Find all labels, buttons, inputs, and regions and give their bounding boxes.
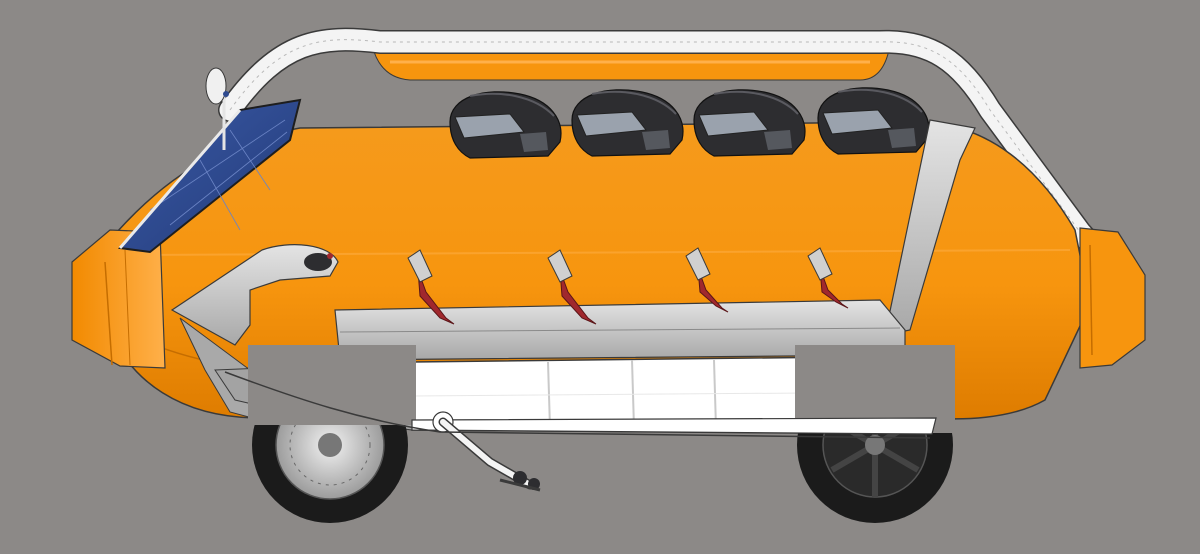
antenna — [205, 67, 229, 150]
drive-cable — [224, 371, 931, 439]
roof-rail — [218, 27, 1124, 280]
seat-frame — [334, 119, 976, 361]
helmet-4 — [817, 87, 930, 155]
helmet-3 — [693, 89, 806, 157]
helmet-1 — [449, 91, 562, 159]
helmet-2 — [571, 89, 684, 157]
kickstand — [432, 411, 541, 492]
helmets — [449, 87, 930, 159]
seatbelt-1 — [407, 249, 455, 325]
front-wheel — [248, 345, 416, 523]
seatbelt-4 — [807, 247, 849, 309]
front-bumper — [71, 229, 166, 369]
seatbelt-2 — [547, 249, 597, 325]
rear-bumper — [1079, 227, 1146, 369]
solar-panel — [118, 98, 302, 254]
seatbelt-3 — [685, 247, 729, 313]
seatbelts — [407, 247, 849, 325]
